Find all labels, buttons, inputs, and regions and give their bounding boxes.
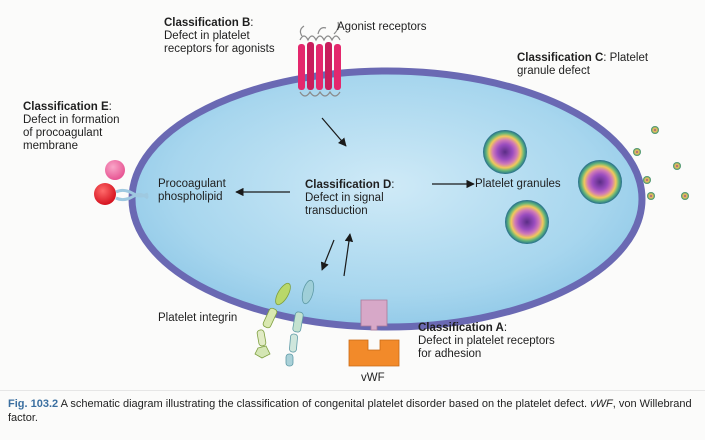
released-granule-dots bbox=[633, 126, 689, 200]
class-b-label: Classification B: Defect in platelet rec… bbox=[164, 17, 275, 55]
class-d-line2: transduction bbox=[305, 205, 368, 217]
class-b-line2: receptors for agonists bbox=[164, 43, 275, 55]
caption-divider bbox=[0, 390, 705, 391]
class-e-line1: Defect in formation bbox=[23, 114, 120, 126]
class-a-label: Classification A: Defect in platelet rec… bbox=[418, 322, 555, 360]
caption-abbreviation: vWF bbox=[590, 398, 613, 410]
platelet-integrin-label: Platelet integrin bbox=[158, 312, 238, 324]
adhesion-receptor-icon bbox=[360, 299, 388, 331]
arrow-vwf-to-signal bbox=[343, 233, 354, 277]
agonist-receptors-label: Agonist receptors bbox=[337, 21, 427, 33]
membrane-tail-icon bbox=[115, 188, 149, 202]
class-e-line3: membrane bbox=[23, 140, 78, 152]
class-c-line1: : Platelet bbox=[603, 52, 649, 64]
class-e-label: Classification E: Defect in formation of… bbox=[23, 101, 120, 152]
pink-sphere-icon bbox=[105, 160, 125, 180]
procoagulant-line2: phospholipid bbox=[158, 191, 223, 203]
class-d-line1: Defect in signal bbox=[305, 192, 384, 204]
class-a-heading: Classification A bbox=[418, 322, 504, 334]
procoagulant-line1: Procoagulant bbox=[158, 178, 226, 190]
class-d-label: Classification D: Defect in signal trans… bbox=[305, 179, 395, 217]
class-b-line1: Defect in platelet bbox=[164, 30, 250, 42]
vwf-label: vWF bbox=[361, 372, 385, 384]
class-e-line2: of procoagulant bbox=[23, 127, 103, 139]
class-b-heading: Classification B bbox=[164, 17, 251, 29]
vwf-icon bbox=[348, 339, 400, 367]
procoagulant-label: Procoagulant phospholipid bbox=[158, 178, 226, 204]
figure-caption: Fig. 103.2 A schematic diagram illustrat… bbox=[8, 397, 698, 425]
class-e-heading: Classification E bbox=[23, 101, 109, 113]
class-a-line2: for adhesion bbox=[418, 348, 482, 360]
platelet-granule bbox=[578, 160, 622, 204]
caption-abbreviation-definition: , von Willebrand factor. bbox=[8, 398, 692, 424]
platelet-granule bbox=[483, 130, 527, 174]
arrow-signal-to-integrin bbox=[320, 239, 335, 271]
class-c-heading: Classification C bbox=[517, 52, 604, 64]
class-c-line2: granule defect bbox=[517, 65, 590, 77]
agonist-receptor-icon bbox=[298, 21, 341, 97]
class-c-label: Classification C: Platelet granule defec… bbox=[517, 52, 648, 78]
platelet-granule bbox=[505, 200, 549, 244]
arrow-receptor-to-signal bbox=[321, 117, 347, 147]
red-sphere-icon bbox=[94, 183, 116, 205]
class-d-heading: Classification D bbox=[305, 179, 392, 191]
platelet-diagram bbox=[94, 21, 689, 367]
integrin-icon bbox=[254, 279, 315, 367]
class-a-line1: Defect in platelet receptors bbox=[418, 335, 555, 347]
platelet-granules-label: Platelet granules bbox=[475, 178, 561, 190]
caption-figure-number: Fig. 103.2 bbox=[8, 398, 59, 410]
caption-text: A schematic diagram illustrating the cla… bbox=[60, 398, 588, 410]
